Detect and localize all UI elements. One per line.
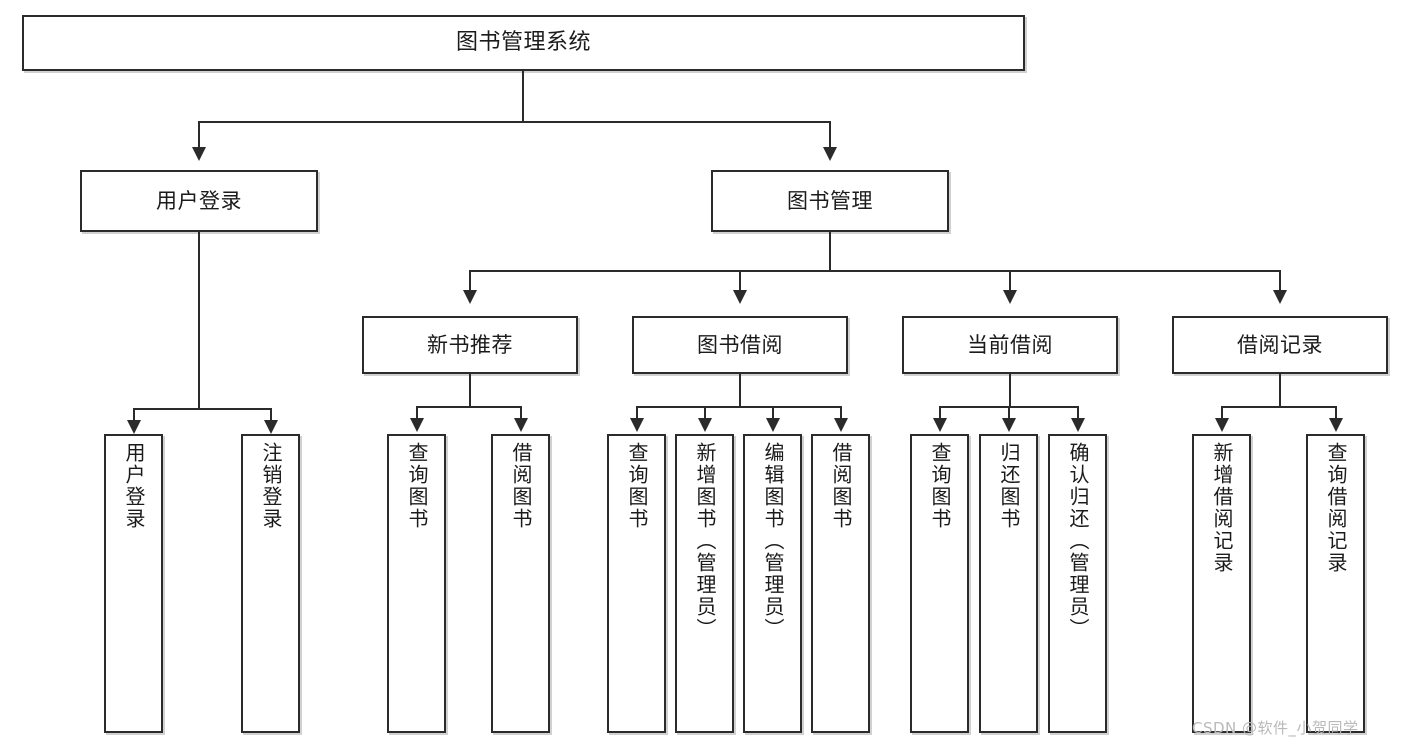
arrow-to-book-management xyxy=(823,147,837,161)
connector-level2-bus xyxy=(199,121,831,123)
arrow-to-current-borrow xyxy=(1003,290,1017,304)
node-label: 借阅图书 xyxy=(829,442,853,530)
arrow-to-borrow-records xyxy=(1273,290,1287,304)
connector-book-borrow-leaf3 xyxy=(772,406,774,420)
arrow-borrow-records-leaf1 xyxy=(1215,418,1229,432)
connector-new-book-leaf2 xyxy=(520,406,522,420)
arrow-to-user-login xyxy=(192,147,206,161)
arrow-book-borrow-leaf2 xyxy=(698,418,712,432)
leaf-new-book-query[interactable]: 查询图书 xyxy=(387,434,446,733)
leaf-new-book-borrow[interactable]: 借阅图书 xyxy=(491,434,550,733)
arrow-borrow-records-leaf2 xyxy=(1329,418,1343,432)
node-root-book-management-system[interactable]: 图书管理系统 xyxy=(22,15,1025,71)
node-book-borrow[interactable]: 图书借阅 xyxy=(632,316,848,374)
node-book-management[interactable]: 图书管理 xyxy=(711,170,949,232)
leaf-current-borrow-return[interactable]: 归还图书 xyxy=(979,434,1038,733)
connector-to-current-borrow xyxy=(1009,270,1011,292)
connector-new-book-stem xyxy=(469,374,471,408)
node-current-borrow[interactable]: 当前借阅 xyxy=(902,316,1118,374)
node-label: 图书借阅 xyxy=(697,332,783,357)
node-label: 新增借阅记录 xyxy=(1210,442,1234,574)
node-label: 图书管理 xyxy=(787,188,873,213)
leaf-book-borrow-borrow[interactable]: 借阅图书 xyxy=(811,434,870,733)
leaf-current-borrow-confirm-return[interactable]: 确认归还（管理员） xyxy=(1048,434,1107,733)
node-user-login[interactable]: 用户登录 xyxy=(80,170,318,232)
node-label: 查询图书 xyxy=(405,442,429,530)
arrow-book-borrow-leaf3 xyxy=(766,418,780,432)
connector-new-book-leaf1 xyxy=(416,406,418,420)
leaf-user-login-logout[interactable]: 注销登录 xyxy=(241,434,300,733)
leaf-borrow-records-add[interactable]: 新增借阅记录 xyxy=(1192,434,1251,733)
connector-user-login-bus xyxy=(134,408,272,410)
connector-book-borrow-stem xyxy=(739,374,741,408)
connector-current-borrow-leaf3 xyxy=(1077,406,1079,420)
connector-borrow-records-leaf1 xyxy=(1221,406,1223,420)
leaf-user-login-login[interactable]: 用户登录 xyxy=(104,434,163,733)
node-label: 借阅记录 xyxy=(1237,332,1323,357)
connector-book-borrow-leaf1 xyxy=(636,406,638,420)
connector-to-book-borrow xyxy=(739,270,741,292)
node-label: 查询图书 xyxy=(625,442,649,530)
connector-current-borrow-leaf2 xyxy=(1008,406,1010,420)
connector-user-login-leaf1 xyxy=(133,408,135,422)
connector-to-book-management xyxy=(829,121,831,149)
node-label: 借阅图书 xyxy=(509,442,533,530)
connector-borrow-records-stem xyxy=(1279,374,1281,408)
node-label: 注销登录 xyxy=(259,442,283,530)
node-label: 当前借阅 xyxy=(967,332,1053,357)
connector-book-borrow-leaf2 xyxy=(704,406,706,420)
node-label: 查询借阅记录 xyxy=(1324,442,1348,574)
arrow-current-borrow-leaf1 xyxy=(933,418,947,432)
connector-level3-bus xyxy=(470,270,1280,272)
arrow-to-book-borrow xyxy=(733,290,747,304)
connector-to-new-book xyxy=(469,270,471,292)
node-label: 用户登录 xyxy=(156,188,242,213)
arrow-book-borrow-leaf4 xyxy=(834,418,848,432)
arrow-new-book-leaf1 xyxy=(410,418,424,432)
arrow-to-new-book xyxy=(463,290,477,304)
arrow-current-borrow-leaf2 xyxy=(1002,418,1016,432)
node-label: 图书管理系统 xyxy=(455,30,591,56)
node-borrow-records[interactable]: 借阅记录 xyxy=(1172,316,1388,374)
csdn-watermark: CSDN @软件_小贺同学 xyxy=(1192,719,1359,737)
leaf-book-borrow-query[interactable]: 查询图书 xyxy=(607,434,666,733)
connector-to-user-login xyxy=(198,121,200,149)
leaf-book-borrow-edit[interactable]: 编辑图书（管理员） xyxy=(743,434,802,733)
arrow-book-borrow-leaf1 xyxy=(630,418,644,432)
arrow-user-login-leaf1 xyxy=(127,420,141,434)
connector-book-borrow-leaf4 xyxy=(840,406,842,420)
node-label: 新增图书（管理员） xyxy=(693,442,717,640)
connector-current-borrow-stem xyxy=(1009,374,1011,408)
arrow-current-borrow-leaf3 xyxy=(1071,418,1085,432)
arrow-new-book-leaf2 xyxy=(514,418,528,432)
connector-root-stem xyxy=(522,71,524,121)
connector-borrow-records-leaf2 xyxy=(1335,406,1337,420)
connector-current-borrow-leaf1 xyxy=(939,406,941,420)
connector-user-login-leaf2 xyxy=(270,408,272,422)
node-label: 新书推荐 xyxy=(427,332,513,357)
connector-to-borrow-records xyxy=(1279,270,1281,292)
leaf-book-borrow-add[interactable]: 新增图书（管理员） xyxy=(675,434,734,733)
node-label: 查询图书 xyxy=(928,442,952,530)
arrow-user-login-leaf2 xyxy=(264,420,278,434)
leaf-current-borrow-query[interactable]: 查询图书 xyxy=(910,434,969,733)
node-new-book-recommend[interactable]: 新书推荐 xyxy=(362,316,578,374)
connector-user-login-stem xyxy=(198,232,200,408)
node-label: 用户登录 xyxy=(122,442,146,530)
connector-book-borrow-bus xyxy=(637,406,842,408)
connector-book-management-stem xyxy=(829,232,831,271)
node-label: 编辑图书（管理员） xyxy=(761,442,785,640)
node-label: 确认归还（管理员） xyxy=(1066,442,1090,640)
connector-new-book-bus xyxy=(417,406,521,408)
node-label: 归还图书 xyxy=(997,442,1021,530)
connector-borrow-records-bus xyxy=(1222,406,1337,408)
leaf-borrow-records-query[interactable]: 查询借阅记录 xyxy=(1306,434,1365,733)
